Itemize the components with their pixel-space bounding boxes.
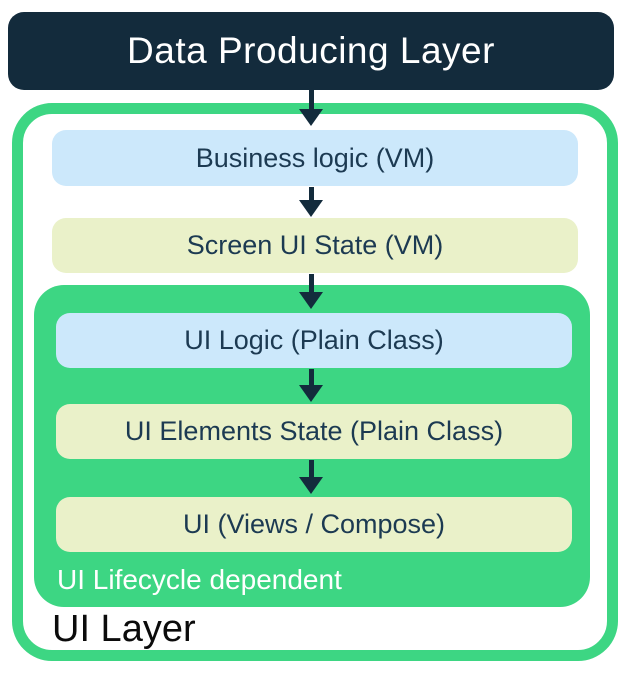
down-arrow-icon — [299, 460, 323, 494]
down-arrow-icon — [299, 90, 323, 126]
arrow-stem — [308, 369, 314, 385]
ui-elements-state-label: UI Elements State (Plain Class) — [124, 416, 504, 446]
ui-logic-box: UI Logic (Plain Class) — [56, 313, 572, 368]
arrow-stem — [308, 90, 314, 109]
arrow-head — [299, 292, 323, 309]
data-producing-layer-label: Data Producing Layer — [127, 30, 495, 71]
arrow-head — [299, 200, 323, 217]
down-arrow-icon — [299, 369, 323, 402]
ui-lifecycle-dependent-label: UI Lifecycle dependent — [57, 564, 342, 595]
down-arrow-icon — [299, 274, 323, 309]
arrow-stem — [308, 460, 314, 477]
ui-views-compose-label: UI (Views / Compose) — [182, 509, 446, 539]
ui-layer-label: UI Layer — [52, 608, 196, 650]
screen-ui-state-box: Screen UI State (VM) — [52, 218, 578, 273]
arrow-head — [299, 109, 323, 126]
down-arrow-icon — [299, 187, 323, 217]
screen-ui-state-label: Screen UI State (VM) — [186, 230, 444, 260]
arrow-head — [299, 385, 323, 402]
ui-views-compose-box: UI (Views / Compose) — [56, 497, 572, 552]
ui-logic-label: UI Logic (Plain Class) — [184, 325, 444, 355]
arrow-head — [299, 477, 323, 494]
arrow-stem — [308, 274, 314, 292]
business-logic-label: Business logic (VM) — [195, 142, 435, 173]
ui-elements-state-box: UI Elements State (Plain Class) — [56, 404, 572, 459]
data-producing-layer-box: Data Producing Layer — [8, 12, 614, 90]
business-logic-box: Business logic (VM) — [52, 130, 578, 186]
arrow-stem — [308, 187, 314, 200]
